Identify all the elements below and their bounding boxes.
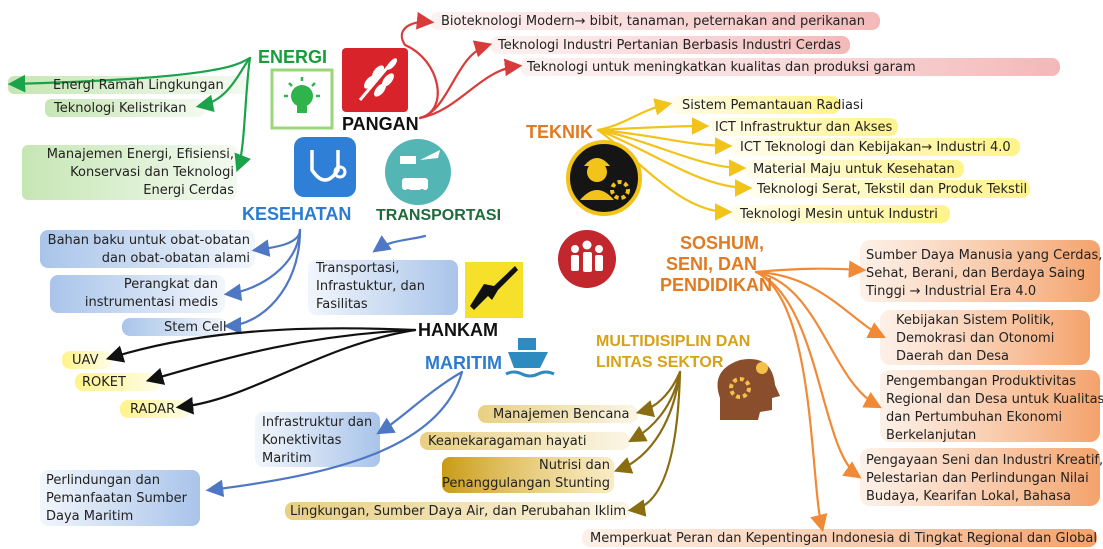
soshum-item: Pelestarian dan Perlindungan Nilai (866, 471, 1089, 486)
maritim-item: Maritim (262, 451, 312, 466)
soshum-item: Berkelanjutan (886, 428, 977, 443)
teknik-item: ICT Teknologi dan Kebijakan→ Industri 4.… (740, 140, 1011, 155)
pangan-item: Teknologi untuk meningkatkan kualitas da… (527, 60, 916, 75)
engineer-gear-icon (566, 140, 642, 216)
maritim-item: Infrastruktur dan (262, 415, 373, 430)
energi-item: Manajemen Energi, Efisiensi, (46, 147, 234, 162)
multidisiplin-item: Lingkungan, Sumber Daya Air, dan Perubah… (290, 504, 627, 519)
maritim-item: Daya Maritim (46, 509, 134, 524)
teknik-item: Sistem Pemantauan Radiasi (682, 98, 864, 113)
multidisiplin-item: Penanggulangan Stunting (442, 476, 610, 491)
topic-multidisiplin-line1: MULTIDISIPLIN DAN (596, 333, 751, 350)
soshum-item: dan Pertumbuhan Ekonomi (886, 410, 1063, 425)
kesehatan-item: Stem Cell (164, 320, 227, 335)
maritim-item: Pemanfaatan Sumber (46, 491, 187, 506)
soshum-item: Regional dan Desa untuk Kualitas (886, 392, 1103, 407)
highlight-bars (8, 12, 1100, 547)
soshum-item: Daerah dan Desa (896, 349, 1009, 364)
topic-hankam: HANKAM (418, 320, 498, 340)
teknik-item: Teknologi Mesin untuk Industri (740, 207, 938, 222)
people-group-icon (558, 230, 616, 288)
topic-maritim: MARITIM (425, 353, 502, 373)
transport-icon (385, 139, 451, 205)
lightbulb-icon (270, 68, 334, 130)
hankam-item: RADAR (130, 402, 176, 417)
topic-kesehatan: KESEHATAN (242, 204, 352, 224)
energi-item: Energi Cerdas (143, 183, 234, 198)
energi-item: Energi Ramah Lingkungan (53, 78, 224, 93)
topic-teknik: TEKNIK (526, 122, 593, 142)
soshum-item: Budaya, Kearifan Lokal, Bahasa (866, 489, 1071, 504)
pangan-item: Bioteknologi Modern→ bibit, tanaman, pet… (441, 14, 865, 29)
soshum-item: Pengayaan Seni dan Industri Kreatif, (866, 453, 1103, 468)
topic-soshum-line2: SENI, DAN (666, 254, 758, 274)
soshum-item: Pengembangan Produktivitas (886, 374, 1077, 389)
pangan-item: Teknologi Industri Pertanian Berbasis In… (498, 38, 841, 53)
teknik-item: Material Maju untuk Kesehatan (753, 162, 955, 177)
ship-icon (505, 338, 555, 378)
topic-multidisiplin-line2: LINTAS SEKTOR (596, 354, 724, 371)
transportasi-item: Infrastuktur, dan (316, 279, 426, 294)
multidisiplin-item: Manajemen Bencana (493, 407, 630, 422)
topic-soshum-line3: PENDIDIKAN (660, 275, 773, 295)
rifle-icon (465, 262, 523, 318)
topic-transportasi: TRANSPORTASI (376, 207, 502, 224)
soshum-item: Memperkuat Peran dan Kepentingan Indones… (590, 531, 1097, 546)
teknik-item: ICT Infrastruktur dan Akses (715, 120, 893, 135)
teknik-item: Teknologi Serat, Tekstil dan Produk Teks… (757, 182, 1028, 197)
wheat-icon (342, 48, 408, 112)
stethoscope-icon (294, 137, 356, 197)
topic-energi: ENERGI (258, 47, 328, 67)
soshum-item: Tinggi → Industrial Era 4.0 (866, 284, 1037, 299)
multidisiplin-item: Nutrisi dan (539, 458, 610, 473)
hankam-item: UAV (72, 353, 99, 368)
energi-item: Teknologi Kelistrikan (54, 101, 187, 116)
head-gears-icon (708, 350, 784, 426)
kesehatan-item: Bahan baku untuk obat-obatan (47, 233, 250, 248)
maritim-item: Perlindungan dan (46, 473, 160, 488)
transportasi-item: Fasilitas (316, 297, 368, 312)
topic-soshum-line1: SOSHUM, (680, 233, 765, 253)
kesehatan-item: dan obat-obatan alami (101, 251, 250, 266)
energi-item: Konservasi dan Teknologi (70, 165, 234, 180)
soshum-item: Kebijakan Sistem Politik, (896, 313, 1055, 328)
soshum-item: Sehat, Berani, dan Berdaya Saing (866, 266, 1086, 281)
kesehatan-item: Perangkat dan (123, 277, 218, 292)
transportasi-item: Transportasi, (316, 261, 400, 276)
maritim-item: Konektivitas (262, 433, 342, 448)
hankam-item: ROKET (82, 375, 126, 390)
multidisiplin-item: Keanekaragaman hayati (428, 434, 587, 449)
soshum-item: Sumber Daya Manusia yang Cerdas, (866, 248, 1103, 263)
soshum-item: Demokrasi dan Otonomi (896, 331, 1055, 346)
kesehatan-item: instrumentasi medis (84, 295, 218, 310)
topic-pangan: PANGAN (342, 114, 419, 134)
